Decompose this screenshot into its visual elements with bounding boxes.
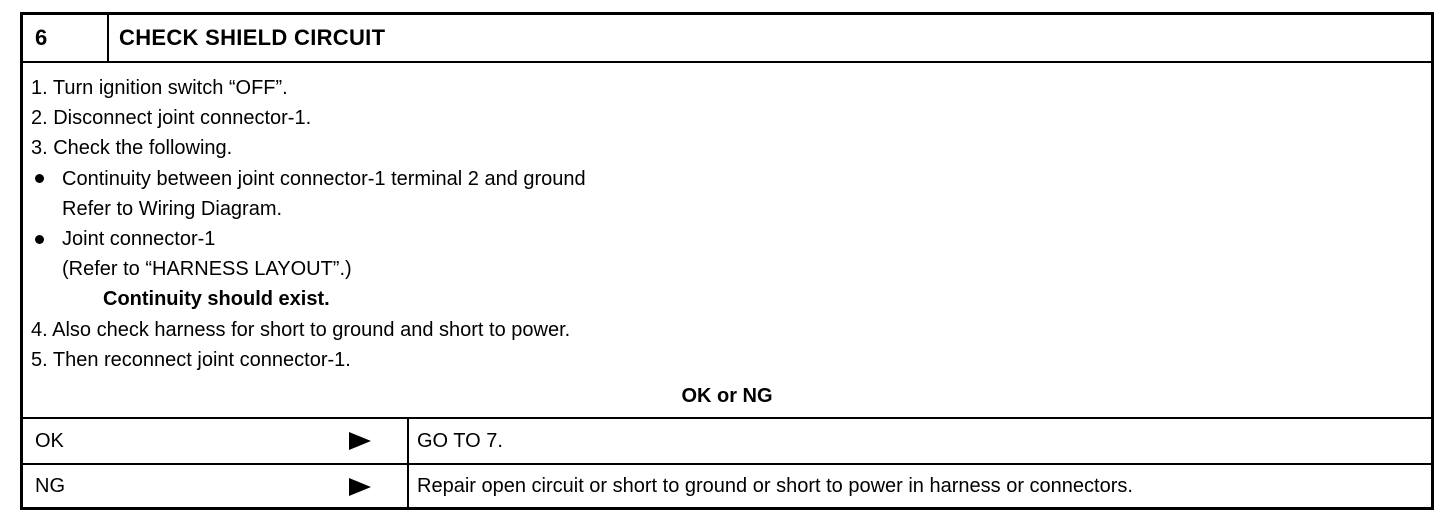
result-label: NG bbox=[35, 475, 65, 497]
instruction-text: 3. Check the following. bbox=[31, 137, 233, 160]
instruction-line: Continuity should exist. bbox=[31, 284, 586, 314]
result-row-ng: NG Repair open circuit or short to groun… bbox=[23, 465, 1431, 507]
step-header: 6 CHECK SHIELD CIRCUIT bbox=[23, 15, 1431, 63]
instruction-line: 4. Also check harness for short to groun… bbox=[31, 315, 586, 345]
instruction-text: Joint connector-1 bbox=[62, 228, 216, 251]
instruction-text: 4. Also check harness for short to groun… bbox=[31, 318, 571, 341]
result-action: GO TO 7. bbox=[407, 419, 1431, 463]
step-instructions: 1. Turn ignition switch “OFF”. 2. Disconn… bbox=[23, 61, 1431, 419]
bullet-icon bbox=[35, 174, 44, 184]
instruction-text: 5. Then reconnect joint connector-1. bbox=[31, 348, 351, 371]
instruction-text: Continuity between joint connector-1 ter… bbox=[62, 167, 586, 190]
instruction-line: Continuity between joint connector-1 ter… bbox=[31, 164, 586, 194]
bullet-icon bbox=[35, 234, 44, 244]
result-label: OK bbox=[35, 430, 64, 452]
instruction-list: 1. Turn ignition switch “OFF”. 2. Disconn… bbox=[31, 73, 586, 375]
instruction-line: 2. Disconnect joint connector-1. bbox=[31, 103, 586, 133]
instruction-line: Refer to Wiring Diagram. bbox=[31, 194, 586, 224]
instruction-text: 2. Disconnect joint connector-1. bbox=[31, 107, 312, 130]
instruction-text: Refer to Wiring Diagram. bbox=[62, 197, 283, 220]
result-action: Repair open circuit or short to ground o… bbox=[407, 465, 1431, 507]
arrow-right-icon bbox=[349, 478, 371, 496]
instruction-text: Continuity should exist. bbox=[103, 288, 330, 311]
result-row-ok: OK GO TO 7. bbox=[23, 419, 1431, 465]
decision-prompt: OK or NG bbox=[681, 385, 773, 407]
instruction-line: Joint connector-1 bbox=[31, 224, 586, 254]
instruction-line: 5. Then reconnect joint connector-1. bbox=[31, 345, 586, 375]
step-number: 6 bbox=[23, 15, 109, 61]
step-title: CHECK SHIELD CIRCUIT bbox=[119, 25, 386, 50]
instruction-text: (Refer to “HARNESS LAYOUT”.) bbox=[62, 258, 352, 281]
diagnostic-step-table: 6 CHECK SHIELD CIRCUIT 1. Turn ignition … bbox=[20, 12, 1434, 510]
instruction-line: 3. Check the following. bbox=[31, 133, 586, 163]
instruction-line: 1. Turn ignition switch “OFF”. bbox=[31, 73, 586, 103]
instruction-text: 1. Turn ignition switch “OFF”. bbox=[31, 77, 288, 100]
instruction-line: (Refer to “HARNESS LAYOUT”.) bbox=[31, 254, 586, 284]
arrow-right-icon bbox=[349, 432, 371, 450]
